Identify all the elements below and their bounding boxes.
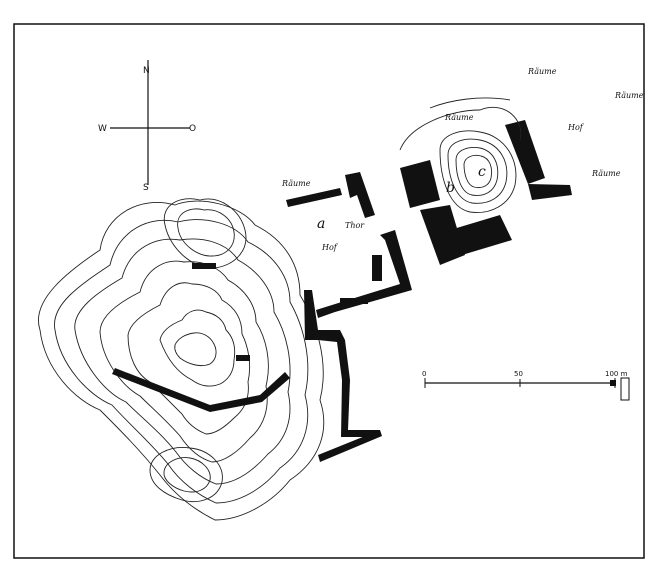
scale-mid: 50 bbox=[514, 370, 523, 378]
enclosure-wall bbox=[304, 290, 382, 462]
compass-south: S bbox=[143, 183, 149, 193]
map-frame bbox=[13, 23, 645, 559]
scale-end: 100 m bbox=[605, 370, 628, 378]
label-raume-west: Räume bbox=[281, 179, 311, 188]
compass-north: N bbox=[143, 66, 150, 76]
label-raume-east: Räume bbox=[591, 169, 621, 178]
compass-rose: N S W O bbox=[98, 60, 196, 193]
label-raume-right: Räume bbox=[614, 91, 644, 100]
label-b: b bbox=[446, 180, 455, 196]
label-thor: Thor bbox=[345, 221, 365, 230]
map-labels: Räume Räume Räume Hof Räume Räume Thor H… bbox=[281, 67, 644, 252]
citadel-walls bbox=[286, 120, 572, 318]
scale-zero: 0 bbox=[422, 370, 426, 378]
eastern-mound-terrain bbox=[399, 97, 522, 213]
compass-east: O bbox=[189, 124, 196, 134]
scale-bar: 0 50 100 m bbox=[422, 370, 630, 401]
western-hill-terrain bbox=[38, 198, 325, 521]
label-a: a bbox=[317, 216, 325, 232]
label-raume-top: Räume bbox=[527, 67, 557, 76]
label-hof-east: Hof bbox=[567, 123, 585, 132]
western-hill-walls bbox=[112, 263, 290, 412]
label-raume-mid: Räume bbox=[444, 113, 474, 122]
label-hof-west: Hof bbox=[321, 243, 339, 252]
compass-west: W bbox=[98, 124, 107, 134]
label-c: c bbox=[478, 164, 486, 180]
